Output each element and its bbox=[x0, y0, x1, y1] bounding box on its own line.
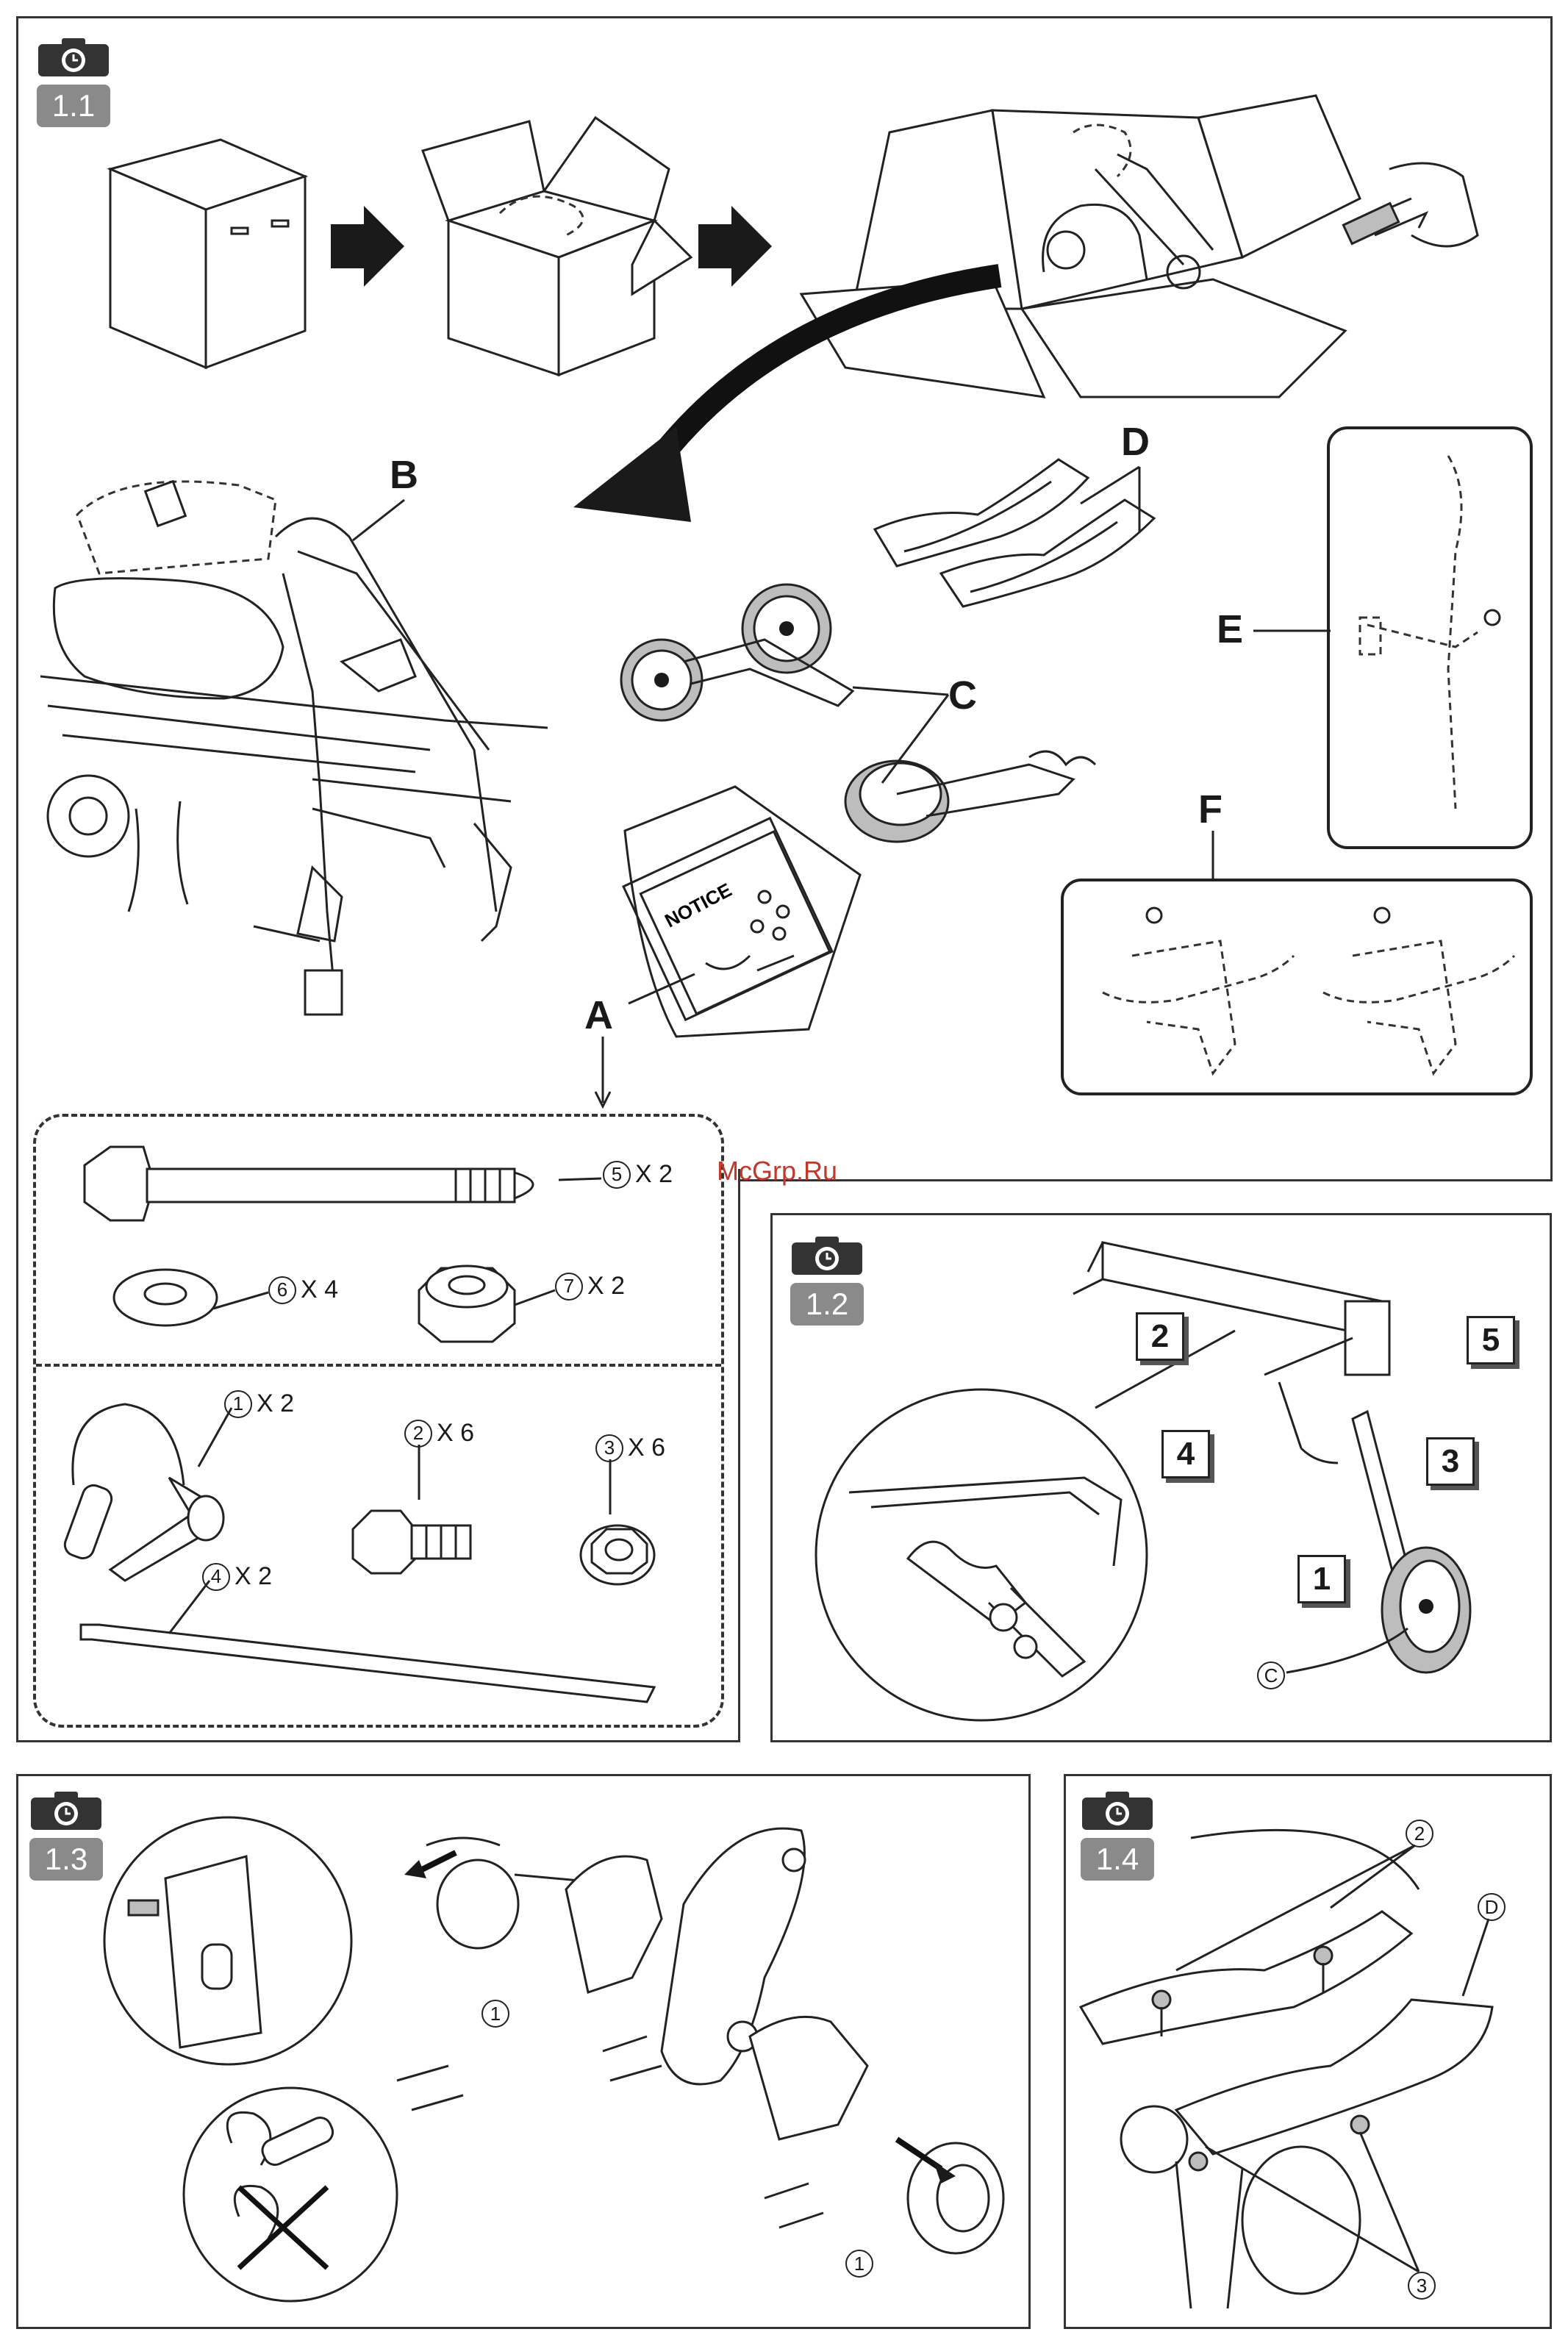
closed-box-illustration bbox=[103, 140, 316, 375]
leader-line bbox=[1283, 1628, 1415, 1673]
part-label-A: A bbox=[584, 992, 613, 1038]
camera-icon bbox=[37, 37, 110, 78]
part-label-F: F bbox=[1198, 787, 1222, 832]
leader-line bbox=[346, 500, 412, 544]
leader-line bbox=[625, 970, 698, 1015]
leader-line bbox=[606, 1459, 614, 1518]
hardware-divider bbox=[36, 1364, 721, 1367]
flange-nut-icon bbox=[577, 1514, 658, 1588]
leader-line bbox=[515, 1287, 559, 1309]
step-4: 4 bbox=[1161, 1430, 1210, 1478]
tiller-frame-B-illustration bbox=[33, 456, 562, 1029]
leader-line bbox=[1176, 1842, 1426, 1974]
section-number: 1.2 bbox=[790, 1283, 864, 1326]
camera-icon bbox=[29, 1790, 103, 1831]
leader-line bbox=[1209, 831, 1217, 882]
callout-1-bottom: 1 bbox=[845, 2250, 873, 2278]
tine-brackets-F-illustration bbox=[1088, 897, 1529, 1081]
leader-line bbox=[165, 1581, 217, 1639]
step-1: 1 bbox=[1297, 1555, 1346, 1603]
leader-line bbox=[415, 1445, 423, 1503]
part-label-D: D bbox=[1121, 419, 1150, 465]
callout-D: D bbox=[1478, 1893, 1506, 1921]
step-3: 3 bbox=[1426, 1437, 1475, 1486]
step-5: 5 bbox=[1467, 1316, 1515, 1364]
leader-line bbox=[195, 1408, 239, 1474]
bolt-icon bbox=[74, 1143, 559, 1224]
section-badge-1-2: 1.2 bbox=[790, 1235, 864, 1326]
step-2: 2 bbox=[1136, 1312, 1184, 1361]
tine-assembly-illustration bbox=[353, 1801, 1022, 2316]
arrow-right-icon bbox=[331, 206, 404, 287]
down-arrow-icon bbox=[592, 1037, 614, 1110]
tine-detail-circle bbox=[99, 1812, 357, 2070]
section-badge-1-1: 1.1 bbox=[37, 37, 110, 127]
callout-1-top: 1 bbox=[482, 2000, 509, 2028]
section-number: 1.1 bbox=[37, 85, 110, 127]
leader-line bbox=[559, 1176, 603, 1184]
section-badge-1-3: 1.3 bbox=[29, 1790, 103, 1881]
leader-line bbox=[1206, 2132, 1433, 2279]
callout-C: C bbox=[1257, 1661, 1285, 1689]
lock-nut-icon bbox=[412, 1250, 522, 1345]
cable-tie-icon bbox=[74, 1617, 662, 1706]
watermark: McGrp.Ru bbox=[717, 1156, 837, 1187]
washer-icon bbox=[110, 1264, 221, 1331]
leader-line bbox=[838, 687, 956, 790]
leader-line bbox=[1059, 459, 1154, 540]
handle-bar-E-illustration bbox=[1345, 448, 1522, 831]
camera-icon bbox=[790, 1235, 864, 1276]
part-label-B: B bbox=[390, 452, 418, 498]
section-number: 1.3 bbox=[29, 1838, 103, 1881]
part-label-E: E bbox=[1217, 607, 1243, 652]
panel-1-1-bottom-right bbox=[738, 1179, 1553, 1181]
flange-bolt-icon bbox=[346, 1500, 478, 1581]
leader-line bbox=[1459, 1919, 1496, 2000]
leader-line bbox=[213, 1290, 272, 1312]
leader-line bbox=[1253, 629, 1334, 636]
